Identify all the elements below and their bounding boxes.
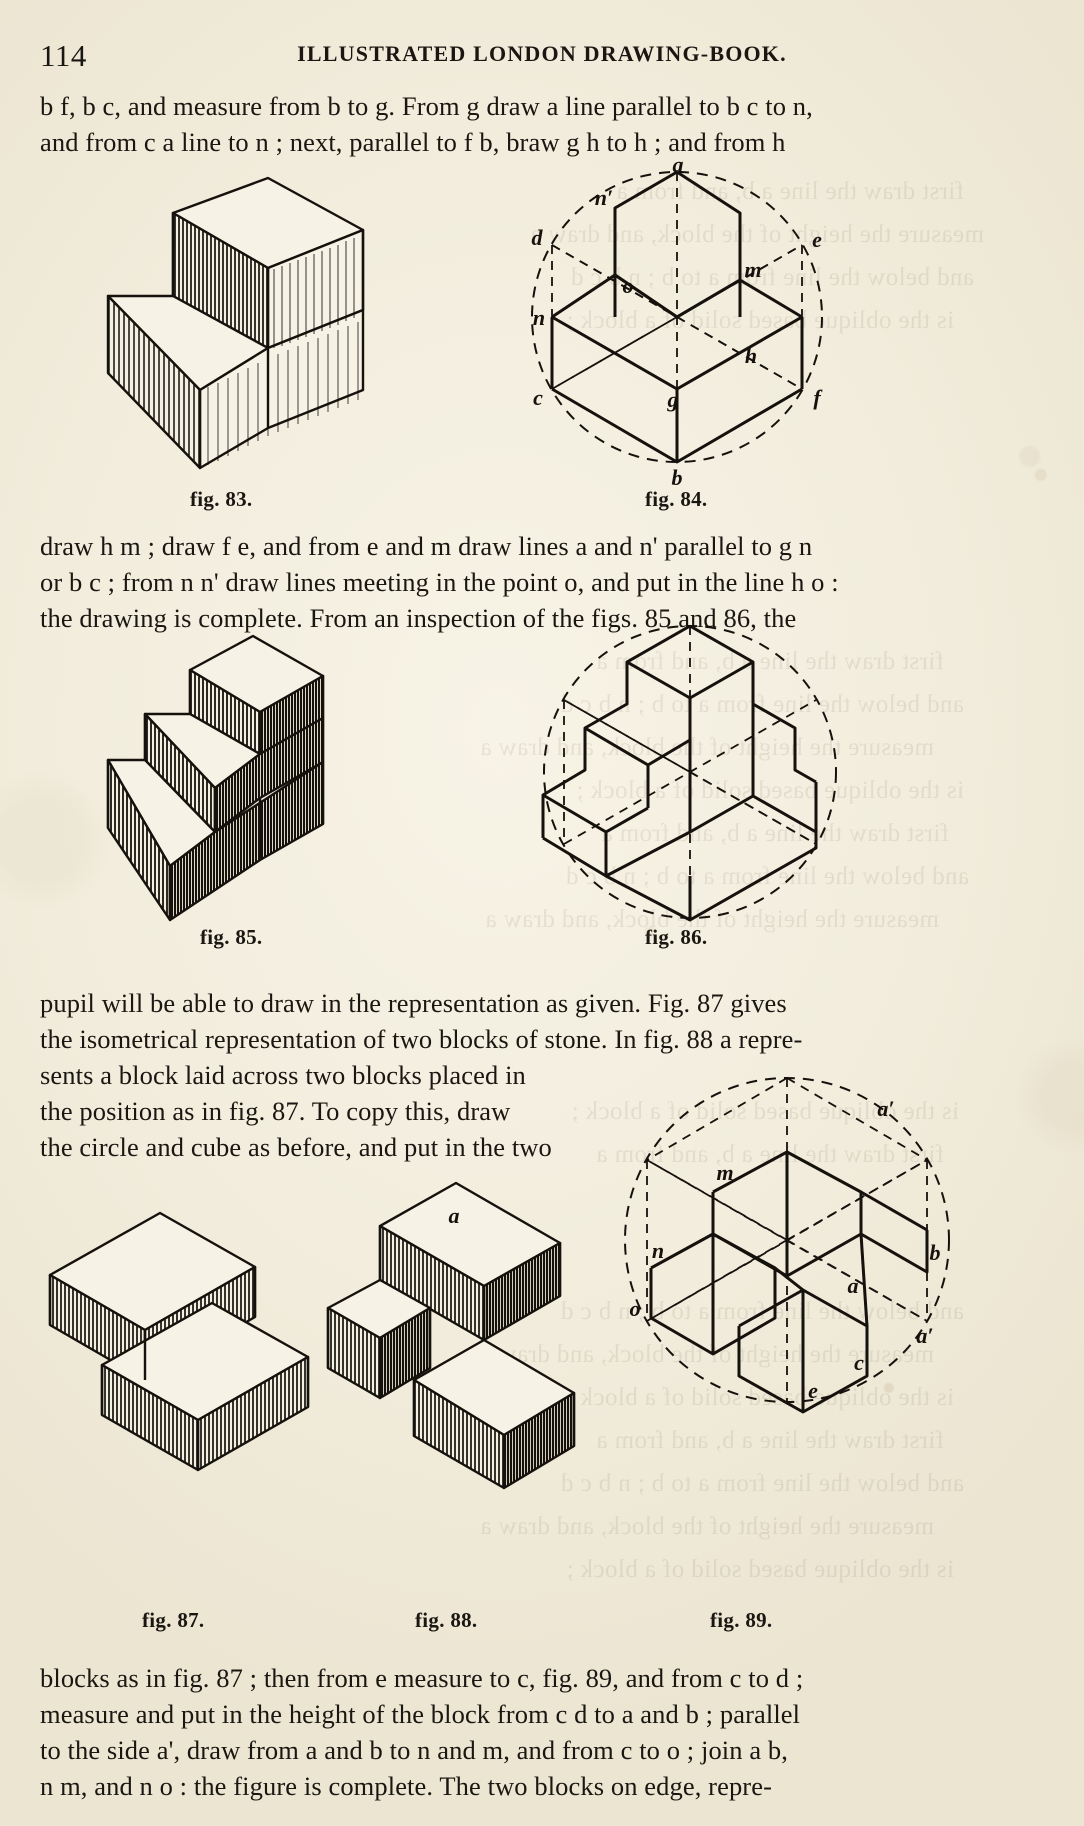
figure-89-label-a-prime-right: a′	[916, 1323, 933, 1348]
text-line: to the side a', draw from a and b to n a…	[40, 1735, 789, 1765]
text-line: pupil will be able to draw in the repres…	[40, 988, 787, 1018]
figure-89-label-e: e	[808, 1378, 818, 1403]
figure-88: a	[318, 1148, 588, 1498]
figure-85	[90, 628, 490, 958]
text-line: the position as in fig. 87. To copy this…	[40, 1096, 511, 1126]
running-head: ILLUSTRATED LONDON DRAWING-BOOK.	[297, 41, 787, 66]
page-header: 114 ILLUSTRATED LONDON DRAWING-BOOK.	[0, 38, 1084, 73]
figure-84-label-n: n	[533, 305, 545, 330]
figure-84-label-g: g	[667, 387, 679, 412]
text-line: the isometrical representation of two bl…	[40, 1024, 803, 1054]
paragraph-3: pupil will be able to draw in the repres…	[40, 985, 802, 1165]
text-line: draw h m ; draw f e, and from e and m dr…	[40, 531, 813, 561]
figure-84-label-n-prime: n′	[595, 185, 613, 210]
figure-89-caption: fig. 89.	[710, 1608, 773, 1632]
text-line: b f, b c, and measure from b to g. From …	[40, 91, 813, 121]
figure-84-caption: fig. 84.	[645, 487, 708, 511]
paragraph-1: b f, b c, and measure from b to g. From …	[40, 88, 813, 160]
figure-84-label-a: a	[673, 152, 684, 177]
text-line: blocks as in fig. 87 ; then from e measu…	[40, 1663, 804, 1693]
text-line: n m, and n o : the figure is complete. T…	[40, 1771, 773, 1801]
figure-89-label-o: o	[630, 1296, 641, 1321]
figure-86	[510, 620, 870, 950]
figure-88-caption: fig. 88.	[415, 1608, 478, 1632]
figure-89-label-m: m	[716, 1160, 733, 1185]
figure-89: a′ m n o b a a′ c e	[595, 1068, 985, 1428]
figure-89-label-b: b	[930, 1240, 941, 1265]
figure-84: a n′ d e m o n h c g f b	[505, 152, 865, 495]
paragraph-2: draw h m ; draw f e, and from e and m dr…	[40, 528, 839, 636]
figure-87	[40, 1175, 330, 1495]
figure-83-caption: fig. 83.	[190, 487, 253, 511]
figure-89-label-c: c	[854, 1350, 864, 1375]
figure-84-label-d: d	[532, 225, 544, 250]
text-line: and from c a line to n ; next, parallel …	[40, 127, 786, 157]
figure-89-label-n: n	[652, 1238, 664, 1263]
text-line: or b c ; from n n' draw lines meeting in…	[40, 567, 839, 597]
figure-89-label-a-prime-top: a′	[877, 1096, 894, 1121]
figure-85-caption: fig. 85.	[200, 925, 263, 949]
text-line: the circle and cube as before, and put i…	[40, 1132, 552, 1162]
figure-84-label-m: m	[744, 257, 761, 282]
figure-84-label-h: h	[745, 343, 757, 368]
figure-86-caption: fig. 86.	[645, 925, 708, 949]
figure-84-label-f: f	[813, 385, 823, 410]
figure-88-label-a: a	[449, 1203, 460, 1228]
figure-84-label-o: o	[623, 273, 634, 298]
text-line: sents a block laid across two blocks pla…	[40, 1060, 526, 1090]
figure-83	[78, 168, 498, 498]
paragraph-4: blocks as in fig. 87 ; then from e measu…	[40, 1660, 803, 1804]
figure-87-caption: fig. 87.	[142, 1608, 205, 1632]
figure-89-label-a: a	[848, 1273, 859, 1298]
page-number: 114	[40, 38, 87, 73]
figure-84-label-c: c	[533, 385, 543, 410]
text-line: measure and put in the height of the blo…	[40, 1699, 801, 1729]
figure-84-label-b: b	[672, 465, 683, 490]
figure-84-label-e: e	[812, 227, 822, 252]
